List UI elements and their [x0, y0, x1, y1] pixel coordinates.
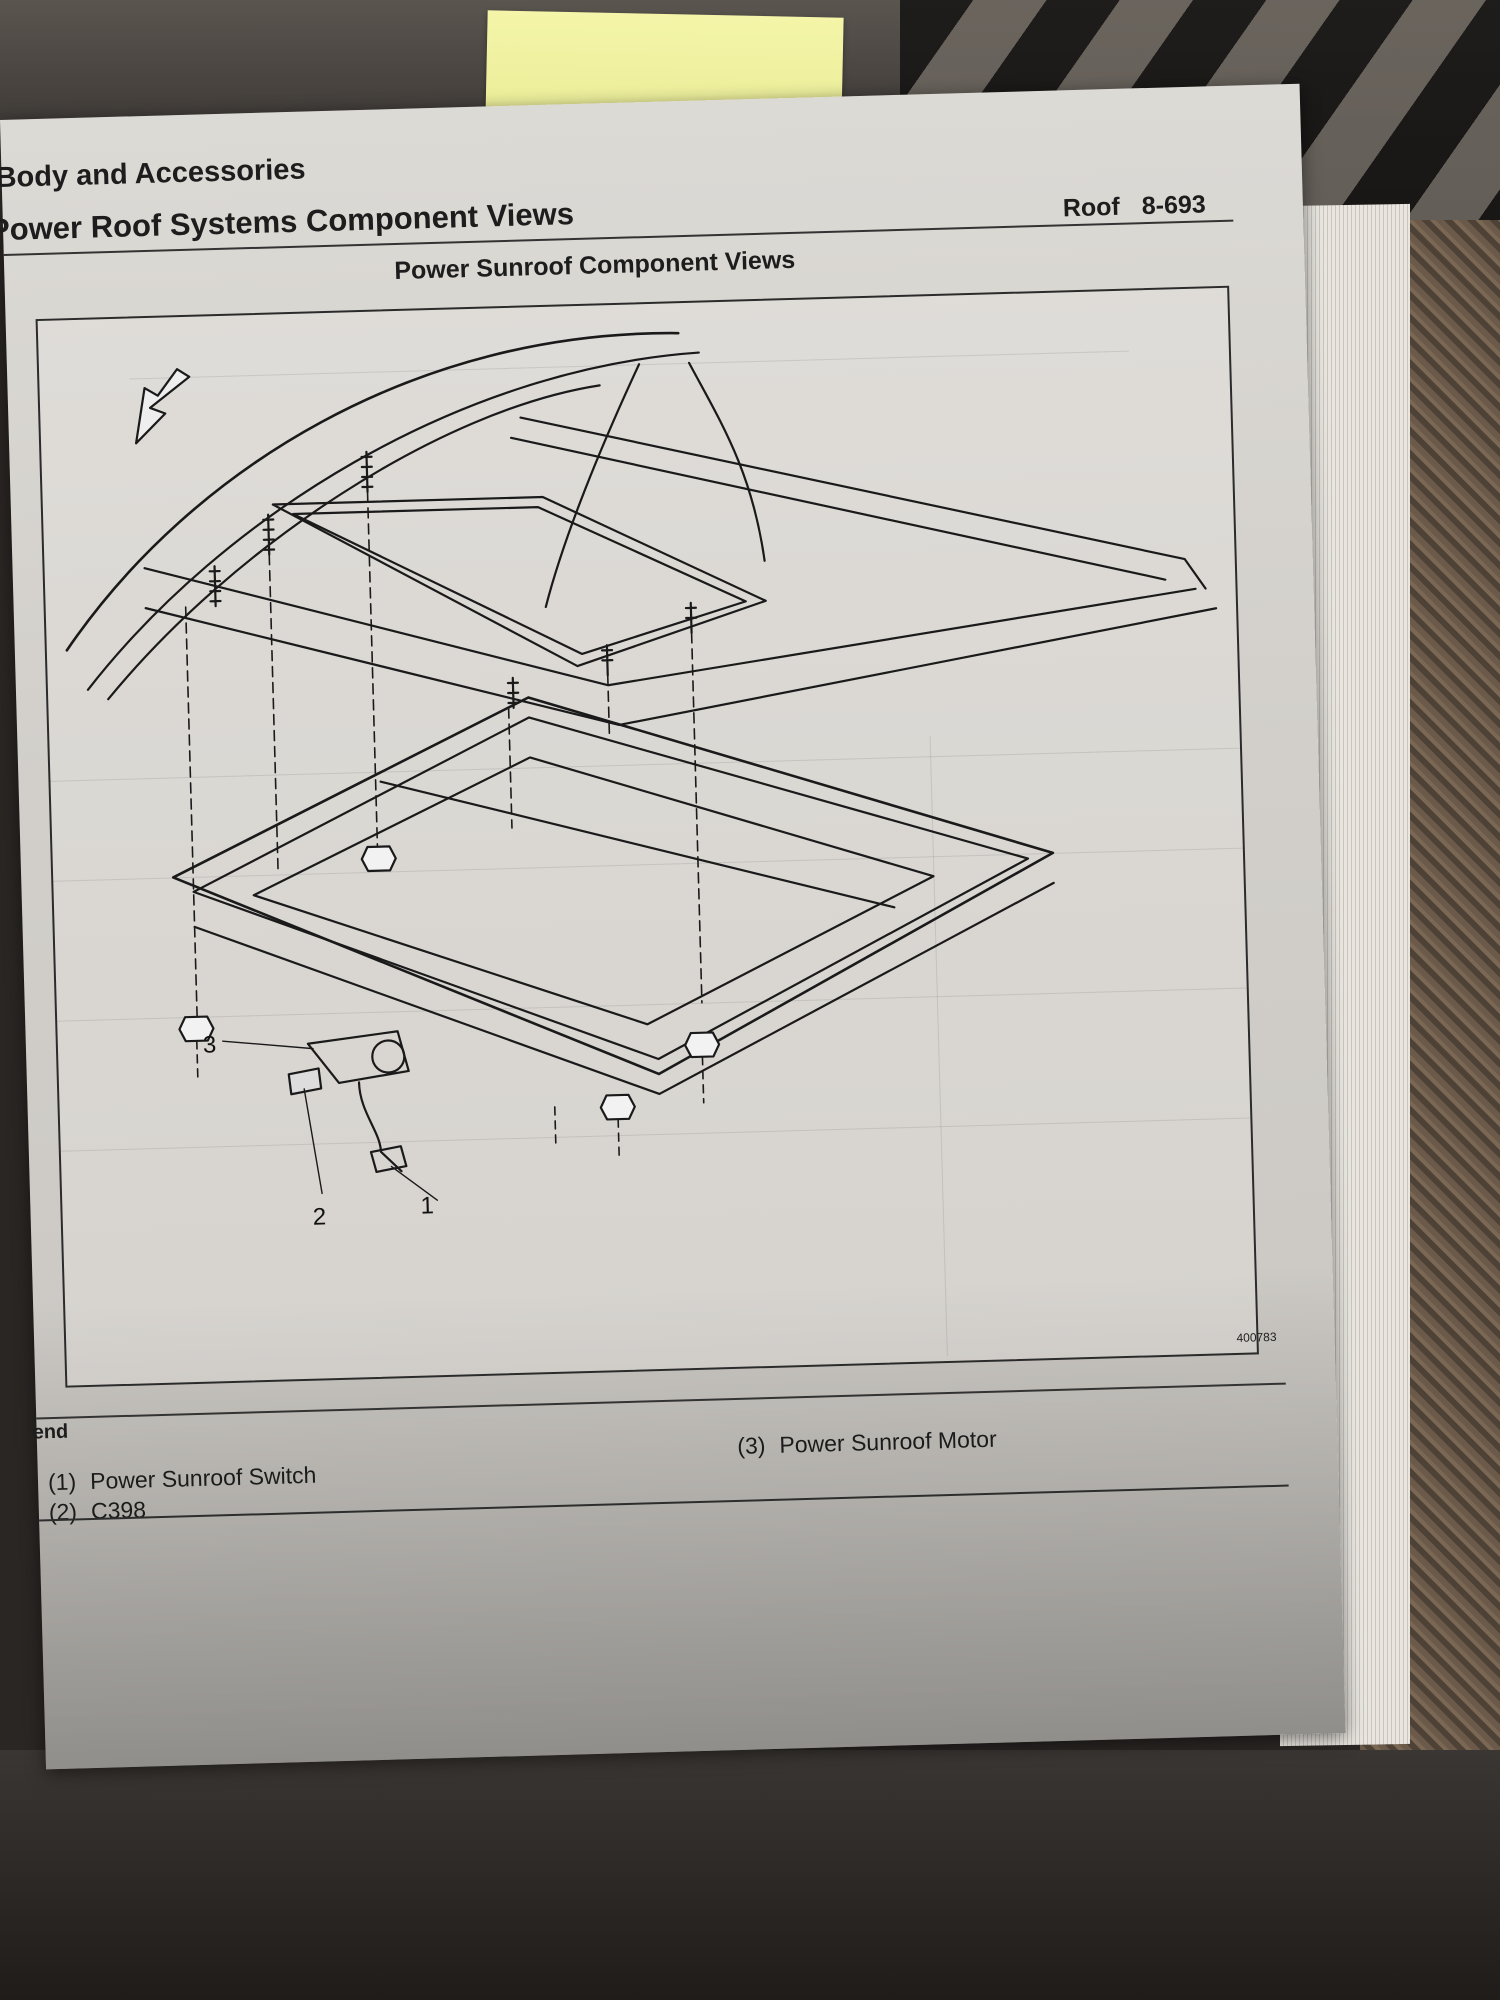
sunroof-exploded-diagram: [65, 331, 1218, 1201]
front-direction-arrow-icon: [134, 368, 191, 445]
roof-arc: [86, 351, 700, 691]
chapter-label: Roof: [1062, 192, 1121, 223]
power-sunroof-switch: [369, 1145, 408, 1173]
roof-rail: [519, 416, 1207, 590]
sunroof-glass-opening: [252, 756, 935, 1026]
sunroof-frame: [171, 696, 1055, 1076]
wiring-harness: [357, 1081, 403, 1173]
legend-item: (2) C398: [49, 1496, 147, 1526]
manual-page: Body and Accessories Power Roof Systems …: [0, 83, 1346, 1770]
callout-leader-1: [390, 1165, 439, 1201]
motor-gear: [371, 1039, 406, 1074]
legend-item-number: (2): [48, 1498, 78, 1526]
background-bottom: [0, 1750, 1500, 2000]
roof-studs: [208, 450, 698, 709]
roof-arc: [65, 331, 680, 652]
figure-title: Power Sunroof Component Views: [393, 245, 796, 286]
roof-opening: [271, 495, 767, 668]
legend-item-label: Power Sunroof Motor: [779, 1425, 998, 1458]
roof-rail: [509, 436, 1167, 581]
section-heading: Body and Accessories: [0, 153, 306, 195]
page-header-right: Roof 8-693: [1062, 190, 1206, 223]
sunroof-frame-inner: [192, 716, 1030, 1061]
guide-lines: [184, 491, 703, 1018]
roof-opening-inner: [292, 506, 747, 656]
frame-cross-rail: [379, 780, 896, 909]
roof-rail: [144, 607, 1218, 727]
page-number: 8-693: [1141, 190, 1207, 221]
frame-lower-edge: [193, 881, 1055, 1096]
legend-item-label: C398: [90, 1496, 147, 1524]
callout-3: 3: [202, 1031, 217, 1059]
sunroof-motor: [306, 1030, 410, 1085]
roof-arc: [107, 384, 601, 701]
roof-rail: [143, 567, 1197, 687]
legend-item-label: Power Sunroof Switch: [89, 1461, 317, 1495]
a-pillar: [687, 361, 766, 562]
legend-item-number: (3): [736, 1432, 766, 1459]
callout-leader-2: [303, 1088, 323, 1195]
callout-1: 1: [420, 1192, 435, 1220]
legend-item-number: (1): [47, 1468, 77, 1496]
figure-number: 400783: [1236, 1329, 1277, 1345]
callout-leader-3: [222, 1040, 314, 1050]
connector-c398: [287, 1067, 323, 1096]
callout-2: 2: [312, 1203, 327, 1231]
mounting-nuts: [178, 845, 721, 1121]
legend-title: end: [32, 1420, 69, 1444]
a-pillar: [544, 363, 641, 609]
figure-frame: 1 2 3 400783: [35, 285, 1277, 1388]
